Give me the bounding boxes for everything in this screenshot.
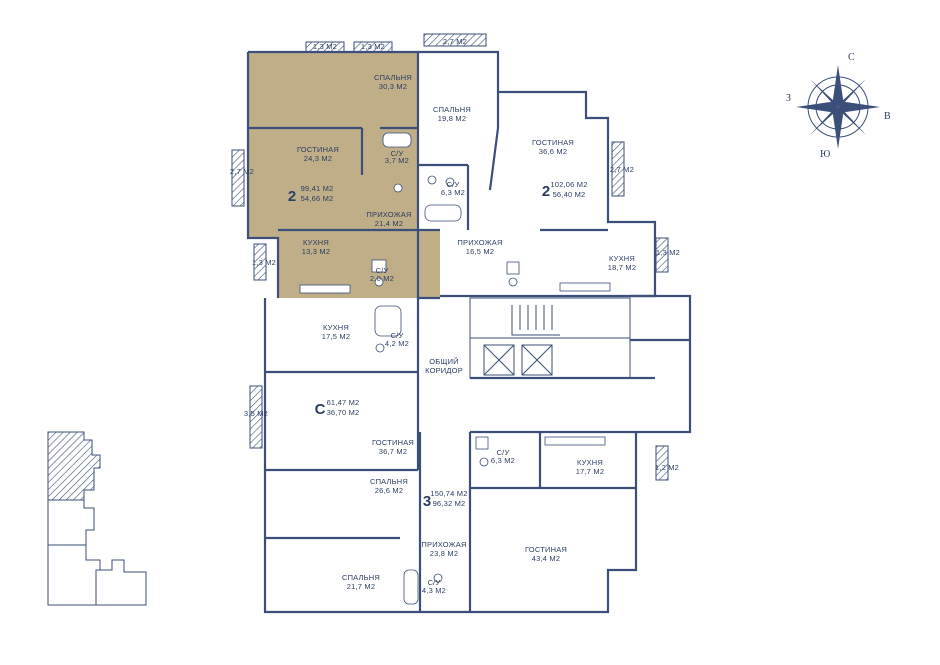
svg-text:С: С xyxy=(315,401,326,418)
room-area: 6,3 М2 xyxy=(441,188,465,197)
room-name: КУХНЯ xyxy=(609,254,635,263)
room-name: С/У xyxy=(391,331,404,340)
balcony-label-2: 1,3 М2 xyxy=(361,42,385,51)
balcony-label-4: 2,7 М2 xyxy=(230,167,254,176)
room-area: 21,7 М2 xyxy=(347,582,376,591)
room-name: КУХНЯ xyxy=(323,323,349,332)
balcony-label-3: 2,7 М2 xyxy=(443,37,467,46)
apartment-badge-a[interactable]: 2 99,41 М2 54,66 М2 xyxy=(288,184,334,205)
compass-east: В xyxy=(884,111,891,122)
room-area: 36,6 М2 xyxy=(539,147,568,156)
room-name: С/У xyxy=(428,578,441,587)
svg-text:36,70 М2: 36,70 М2 xyxy=(327,408,360,417)
room-area: 18,7 М2 xyxy=(608,263,637,272)
room-name: СПАЛЬНЯ xyxy=(370,477,408,486)
svg-text:150,74 М2: 150,74 М2 xyxy=(430,489,467,498)
room-name: СПАЛЬНЯ xyxy=(374,73,412,82)
room-name: С/У xyxy=(376,266,389,275)
compass-west: З xyxy=(786,93,791,104)
room-area: 24,3 М2 xyxy=(304,154,333,163)
room-name: ГОСТИНАЯ xyxy=(297,145,339,154)
room-name: С/У xyxy=(497,448,510,457)
room-area: 23,8 М2 xyxy=(430,549,459,558)
apartment-badge-b[interactable]: 2 102,06 М2 56,40 М2 xyxy=(542,180,588,200)
room-area: 21,4 М2 xyxy=(375,219,404,228)
room-name: ПРИХОЖАЯ xyxy=(457,238,502,247)
room-area: 17,5 М2 xyxy=(322,332,351,341)
balconies xyxy=(231,33,669,481)
room-name: ПРИХОЖАЯ xyxy=(421,540,466,549)
room-name: ГОСТИНАЯ xyxy=(532,138,574,147)
room-area: 4,3 М2 xyxy=(422,586,446,595)
room-area: 30,3 М2 xyxy=(379,82,408,91)
apartment-badge-d[interactable]: 3 150,74 М2 96,32 М2 xyxy=(423,489,468,510)
room-name: СПАЛЬНЯ xyxy=(342,573,380,582)
room-area: 36,7 М2 xyxy=(379,447,408,456)
room-area: 17,7 М2 xyxy=(576,467,605,476)
balcony-label-9: 1,2 М2 xyxy=(655,463,679,472)
room-name: С/У xyxy=(447,180,460,189)
key-plan xyxy=(47,431,147,606)
room-name: ГОСТИНАЯ xyxy=(525,545,567,554)
room-name: ГОСТИНАЯ xyxy=(372,438,414,447)
balcony-label-6: 2,7 М2 xyxy=(610,165,634,174)
balcony-labels: 1,3 М2 1,3 М2 2,7 М2 2,7 М2 1,3 М2 2,7 М… xyxy=(230,37,680,472)
balcony-label-1: 1,3 М2 xyxy=(313,42,337,51)
svg-text:102,06 М2: 102,06 М2 xyxy=(550,180,587,189)
room-area: 3,7 М2 xyxy=(385,156,409,165)
apartment-2-highlight[interactable] xyxy=(248,52,440,298)
room-name: ОБЩИЙ xyxy=(429,357,459,366)
balcony-label-5: 1,3 М2 xyxy=(252,258,276,267)
room-name: КУХНЯ xyxy=(577,458,603,467)
balcony-label-7: 1,3 М2 xyxy=(656,248,680,257)
room-name: КОРИДОР xyxy=(425,366,463,375)
fixtures xyxy=(299,132,611,605)
svg-text:96,32 М2: 96,32 М2 xyxy=(433,499,466,508)
svg-text:99,41 М2: 99,41 М2 xyxy=(301,184,334,193)
room-area: 26,6 М2 xyxy=(375,486,404,495)
room-area: 13,3 М2 xyxy=(302,247,331,256)
compass-south: Ю xyxy=(820,149,830,160)
building-outline xyxy=(246,50,692,614)
room-area: 4,2 М2 xyxy=(385,339,409,348)
svg-text:61,47 М2: 61,47 М2 xyxy=(327,398,360,407)
room-name: ПРИХОЖАЯ xyxy=(366,210,411,219)
apartment-badge-c[interactable]: С 61,47 М2 36,70 М2 xyxy=(315,398,360,418)
room-name: С/У xyxy=(391,149,404,158)
svg-text:3: 3 xyxy=(423,493,431,510)
room-name: КУХНЯ xyxy=(303,238,329,247)
svg-text:56,40 М2: 56,40 М2 xyxy=(553,190,586,199)
svg-text:2: 2 xyxy=(542,183,550,200)
svg-text:54,66 М2: 54,66 М2 xyxy=(301,194,334,203)
room-area: 19,8 М2 xyxy=(438,114,467,123)
room-labels: СПАЛЬНЯ 30,3 М2 ГОСТИНАЯ 24,3 М2 С/У 3,7… xyxy=(297,73,636,595)
room-area: 6,3 М2 xyxy=(491,456,515,465)
room-name: СПАЛЬНЯ xyxy=(433,105,471,114)
compass-icon: С Ю З В xyxy=(786,52,891,160)
room-area: 16,5 М2 xyxy=(466,247,495,256)
room-area: 43,4 М2 xyxy=(532,554,561,563)
svg-text:2: 2 xyxy=(288,188,296,205)
compass-north: С xyxy=(848,52,855,63)
balcony-label-8: 3,5 М2 xyxy=(244,409,268,418)
room-area: 2,0 М2 xyxy=(370,274,394,283)
